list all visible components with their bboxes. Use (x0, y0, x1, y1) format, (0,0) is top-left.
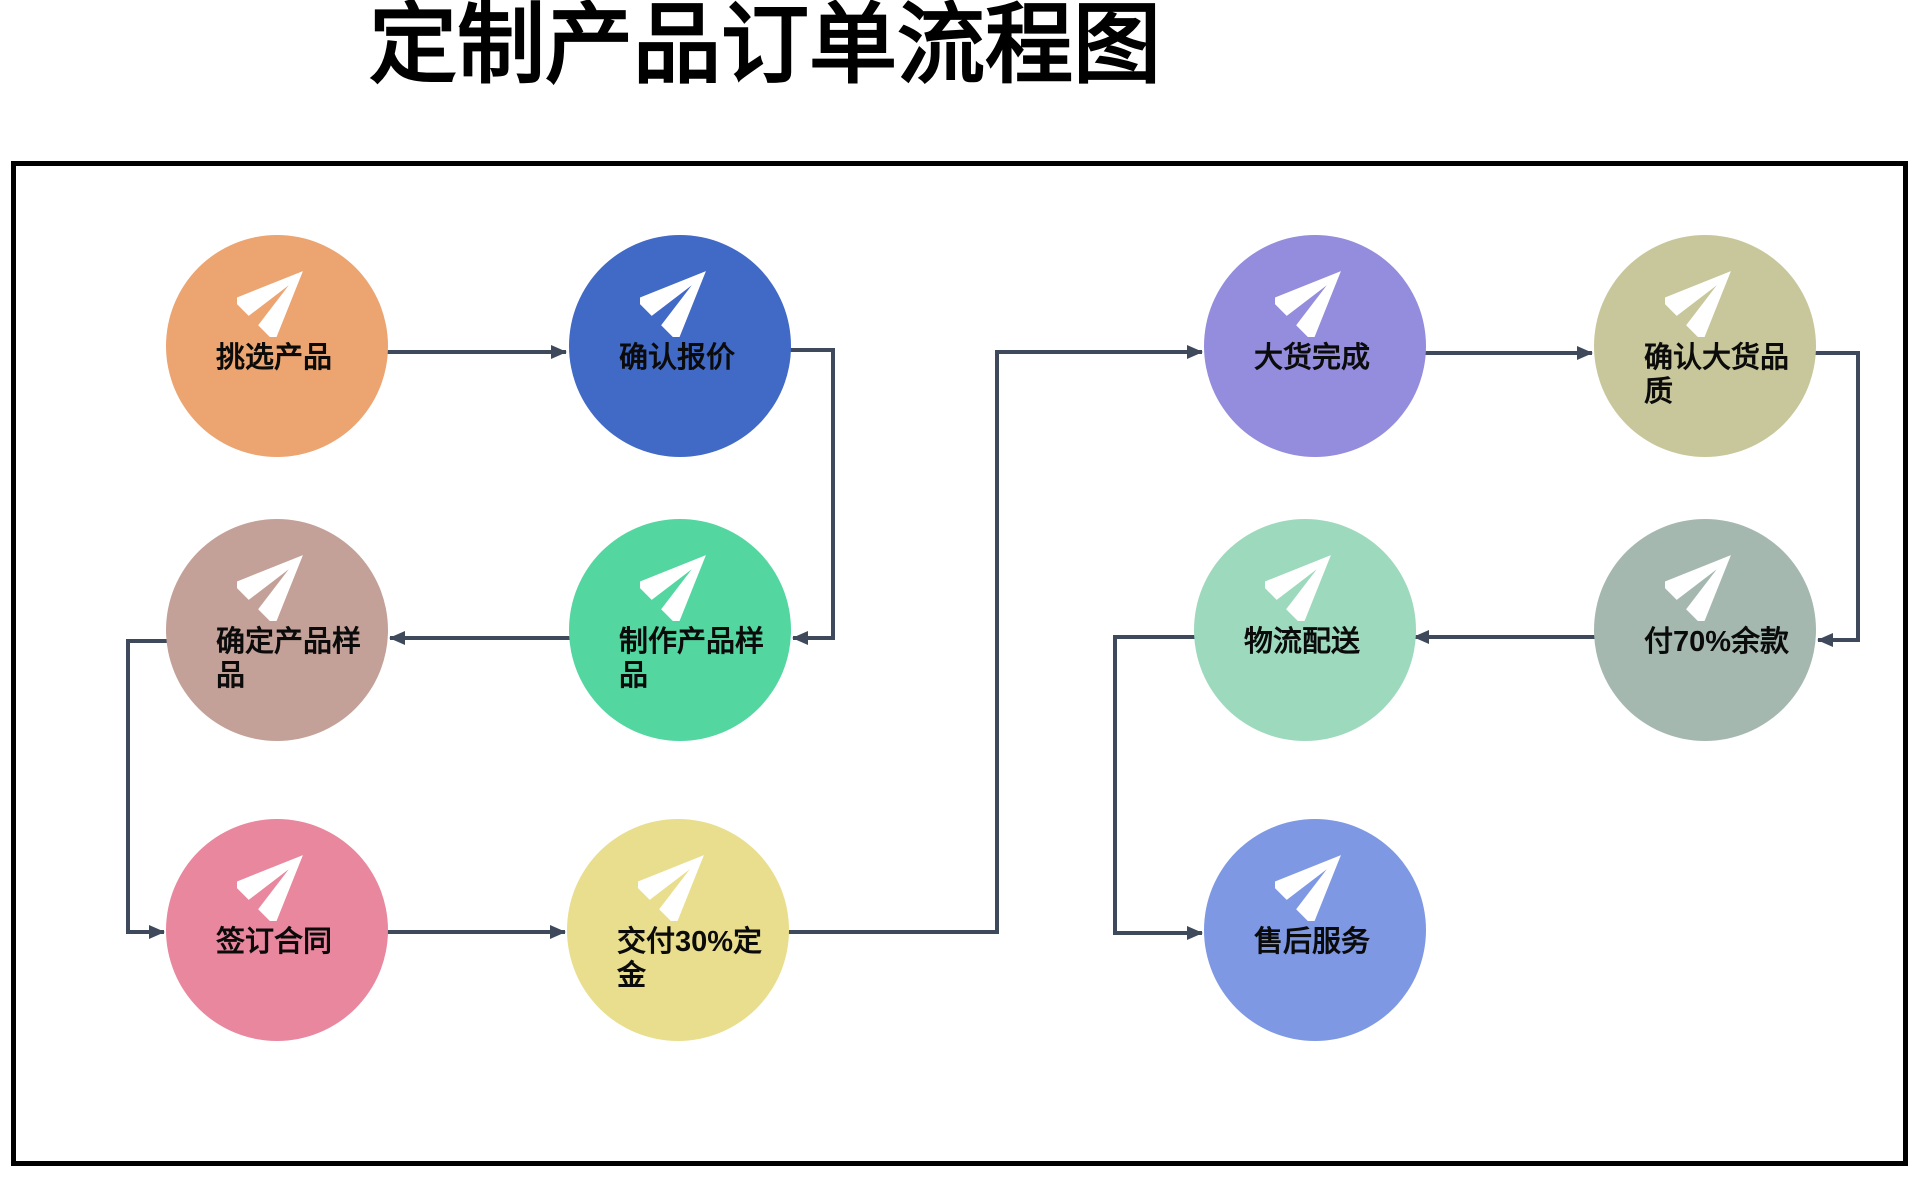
flow-node-pay-balance: 付70%余款 (1594, 519, 1816, 741)
flow-node-confirm-sample: 确定产品样 品 (166, 519, 388, 741)
paper-plane-icon (1275, 257, 1355, 337)
flow-node-after-sales: 售后服务 (1204, 819, 1426, 1041)
flow-node-bulk-done: 大货完成 (1204, 235, 1426, 457)
flow-node-pay-deposit: 交付30%定 金 (567, 819, 789, 1041)
flow-node-confirm-quote: 确认报价 (569, 235, 791, 457)
paper-plane-icon (638, 841, 718, 921)
node-label: 物流配送 (1244, 626, 1361, 658)
node-label: 确认大货品 质 (1644, 342, 1790, 408)
paper-plane-icon (1275, 841, 1355, 921)
paper-plane-icon (237, 257, 317, 337)
flow-node-logistics: 物流配送 (1194, 519, 1416, 741)
connector-pay-deposit-to-bulk-done (678, 345, 1203, 934)
paper-plane-icon (1665, 257, 1745, 337)
paper-plane-icon (1665, 541, 1745, 621)
node-label: 确定产品样 品 (216, 626, 362, 692)
node-label: 交付30%定 金 (617, 926, 763, 992)
node-label: 确认报价 (619, 342, 736, 374)
flow-node-sign-contract: 签订合同 (166, 819, 388, 1041)
paper-plane-icon (237, 841, 317, 921)
node-label: 售后服务 (1254, 926, 1371, 958)
paper-plane-icon (640, 257, 720, 337)
node-label: 制作产品样 品 (619, 626, 765, 692)
paper-plane-icon (237, 541, 317, 621)
node-label: 付70%余款 (1644, 626, 1790, 658)
node-label: 大货完成 (1254, 342, 1371, 374)
paper-plane-icon (640, 541, 720, 621)
paper-plane-icon (1265, 541, 1345, 621)
flow-node-pick-product: 挑选产品 (166, 235, 388, 457)
page-title: 定制产品订单流程图 (368, 0, 1161, 94)
node-label: 挑选产品 (216, 342, 333, 374)
node-label: 签订合同 (216, 926, 333, 958)
flow-node-confirm-bulk-quality: 确认大货品 质 (1594, 235, 1816, 457)
flow-node-make-sample: 制作产品样 品 (569, 519, 791, 741)
